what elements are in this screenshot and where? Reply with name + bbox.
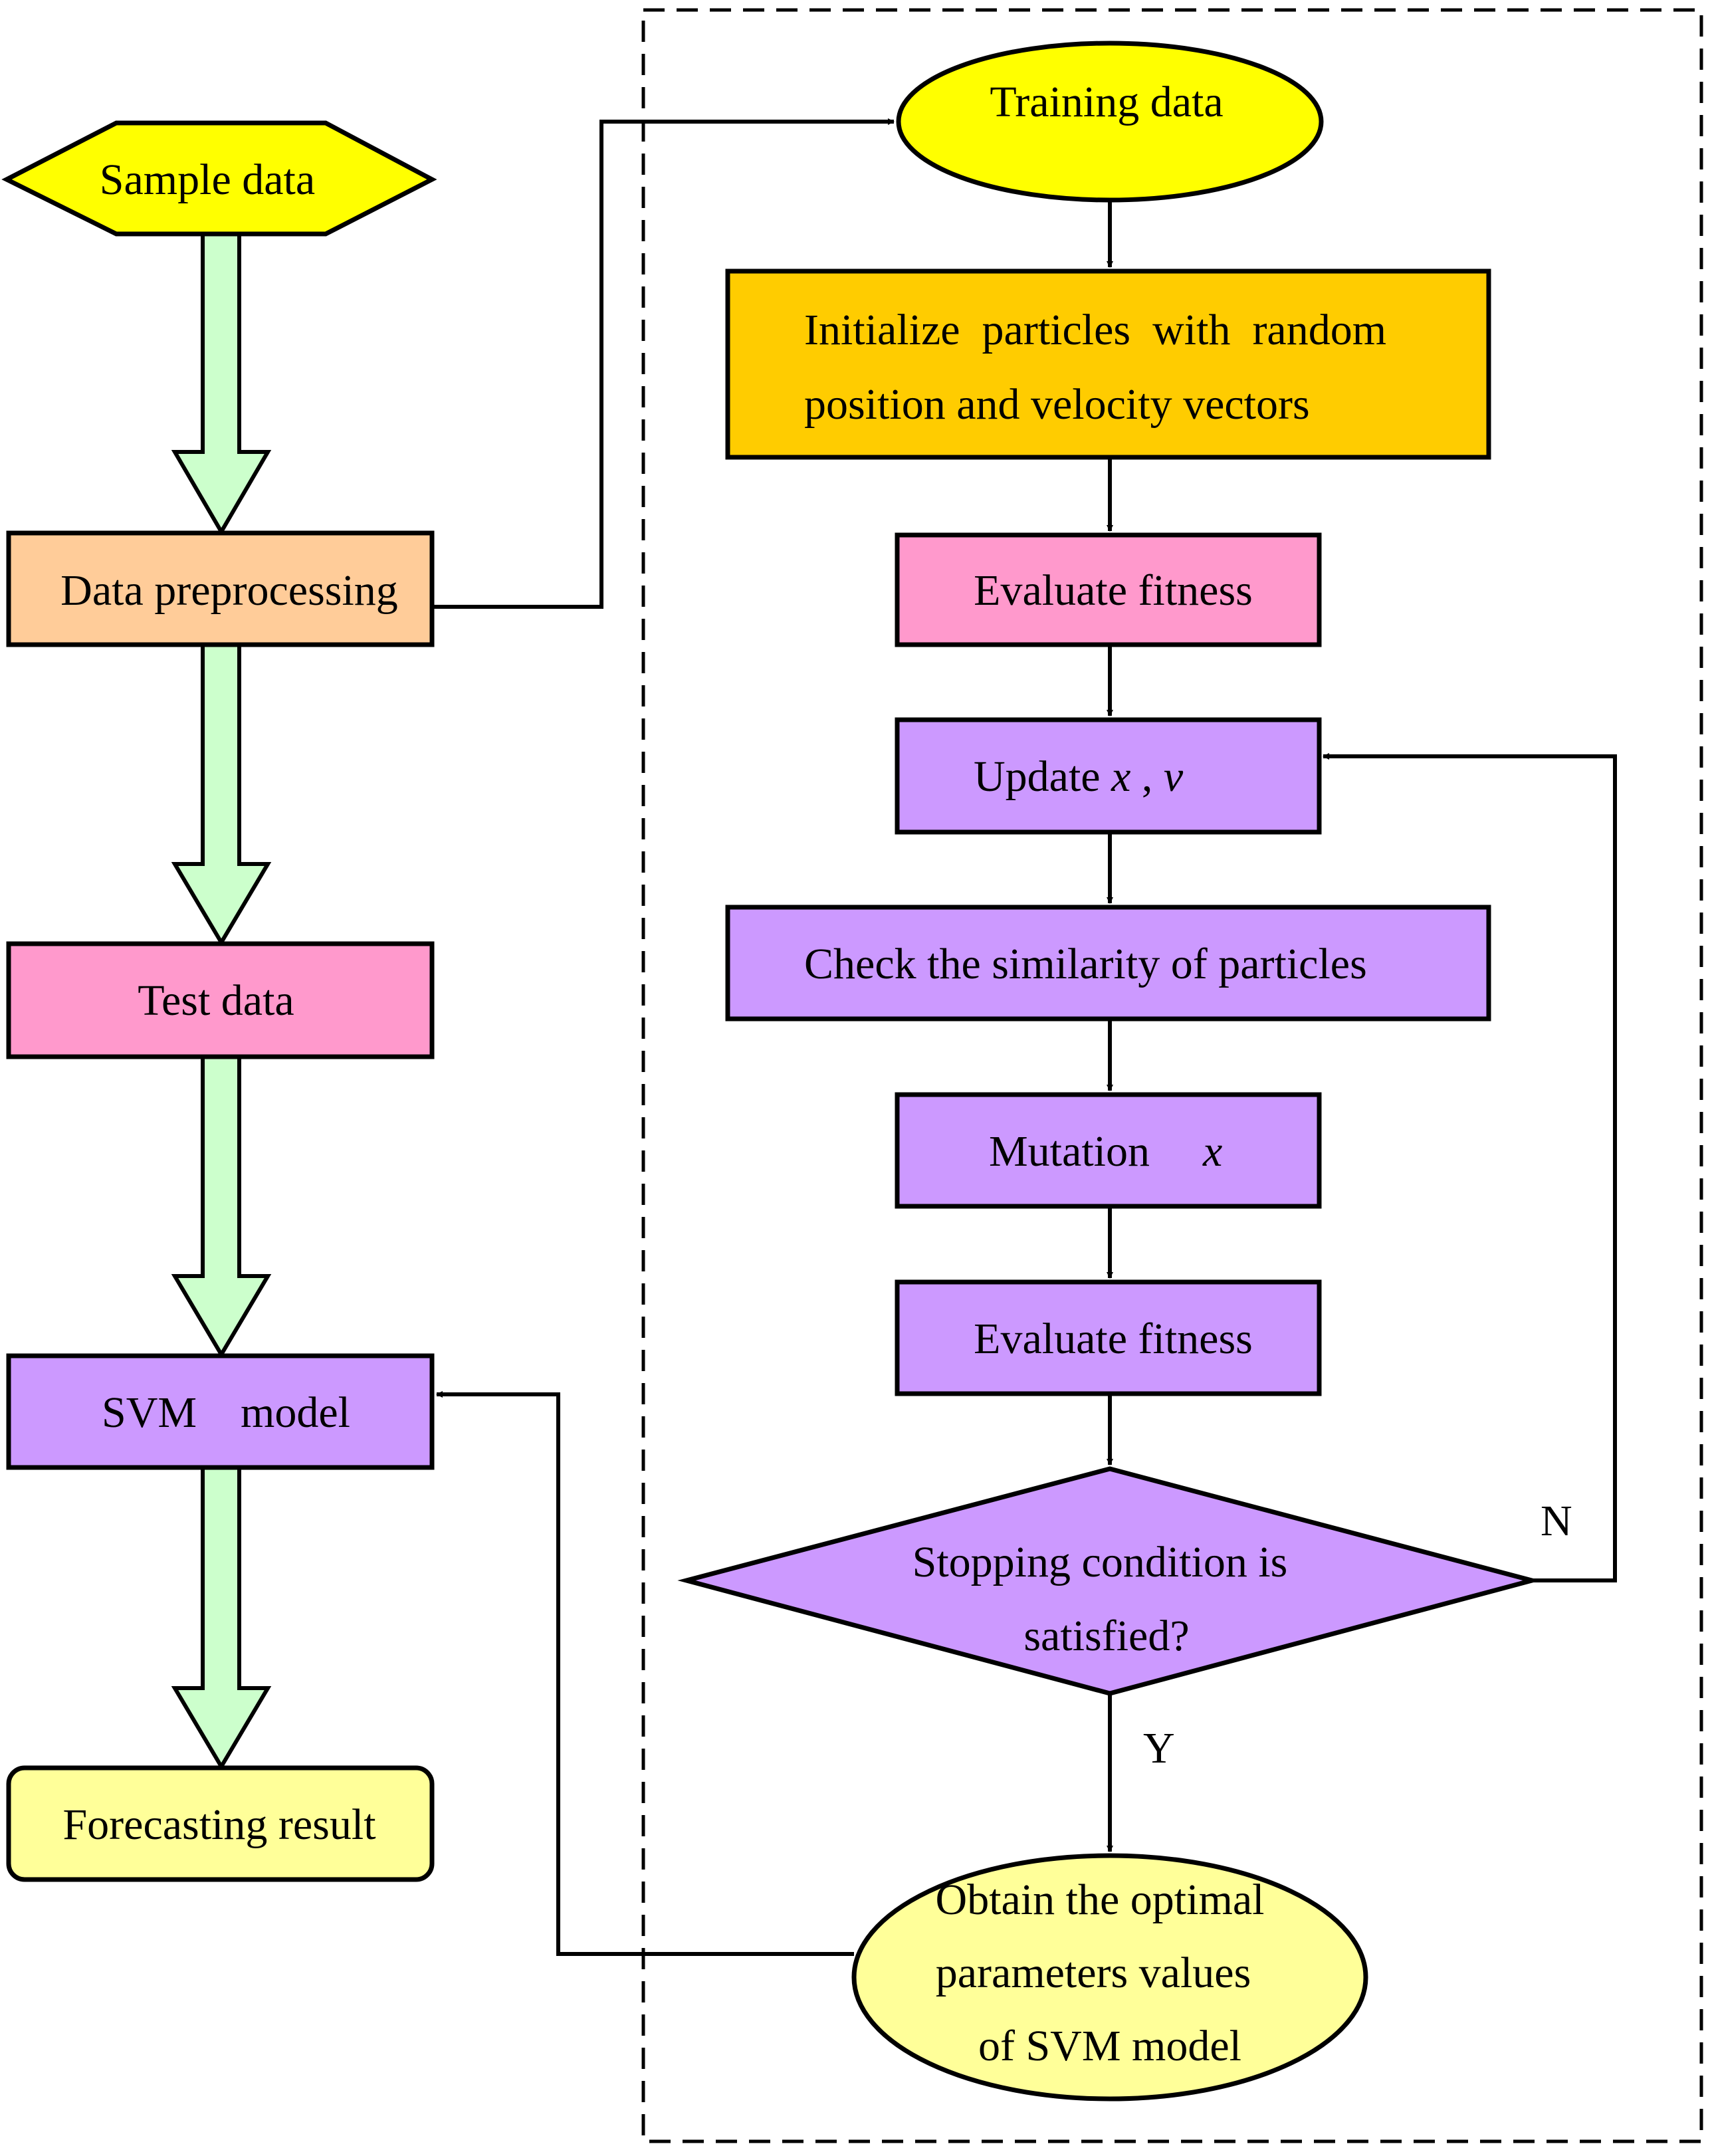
optimal-parameters-node[interactable]: Obtain the optimal parameters values of …	[851, 1853, 1368, 2102]
optimal-parameters-line2: parameters values	[936, 1949, 1251, 1997]
mutation-label: Mutation	[989, 1127, 1150, 1176]
initialize-particles-line1: Initialize particles with random	[804, 306, 1386, 354]
svm-model-label: SVM model	[102, 1388, 350, 1437]
test-data-label: Test data	[138, 976, 294, 1025]
sample-data-label: Sample data	[100, 156, 315, 204]
evaluate-fitness-2-node[interactable]: Evaluate fitness	[895, 1279, 1322, 1396]
optimal-parameters-line3: of SVM model	[978, 2022, 1241, 2070]
update-var-v: v	[1164, 752, 1184, 801]
data-preprocessing-label: Data preprocessing	[60, 566, 398, 615]
stopping-condition-line1: Stopping condition is	[912, 1538, 1288, 1586]
flow-arrow-svm-to-forecast	[171, 1465, 272, 1771]
data-preprocessing-shape	[6, 530, 435, 647]
mutation-var-x: x	[1202, 1127, 1222, 1176]
evaluate-fitness-1-node[interactable]: Evaluate fitness	[895, 532, 1322, 647]
stopping-condition-node[interactable]: Stopping condition is satisfied?	[677, 1466, 1541, 1696]
update-sep: ,	[1130, 752, 1164, 801]
optimal-parameters-line1: Obtain the optimal	[936, 1876, 1265, 1924]
no-label: N	[1541, 1497, 1572, 1545]
sample-data-node[interactable]: Sample data	[1, 120, 437, 237]
initialize-particles-node[interactable]: Initialize particles with random positio…	[725, 269, 1491, 460]
forecasting-result-node[interactable]: Forecasting result	[6, 1765, 435, 1882]
yes-label: Y	[1143, 1724, 1175, 1773]
initialize-particles-line2: position and velocity vectors	[804, 380, 1310, 429]
check-similarity-shape	[725, 905, 1491, 1022]
check-similarity-node[interactable]: Check the similarity of particles	[725, 905, 1491, 1022]
sample-data-shape	[1, 120, 437, 237]
flow-arrow-preprocess-to-test	[171, 643, 272, 946]
data-preprocessing-node[interactable]: Data preprocessing	[6, 530, 435, 647]
mutation-node[interactable]: Mutation x	[895, 1092, 1322, 1209]
test-data-shape	[6, 941, 435, 1059]
stopping-condition-line2: satisfied?	[1023, 1612, 1189, 1660]
initialize-particles-shape	[725, 269, 1491, 460]
svm-model-shape	[6, 1353, 435, 1470]
update-xv-label: Update x , v	[974, 752, 1184, 801]
update-var-x: x	[1111, 752, 1130, 801]
test-data-node[interactable]: Test data	[6, 941, 435, 1059]
check-similarity-label: Check the similarity of particles	[804, 940, 1367, 988]
forecasting-result-shape	[6, 1765, 435, 1882]
flow-arrow-sample-to-preprocess	[171, 232, 272, 536]
connector-optimal-to-svm	[436, 1391, 854, 1956]
evaluate-fitness-1-label: Evaluate fitness	[974, 566, 1253, 615]
svm-model-node[interactable]: SVM model	[6, 1353, 435, 1470]
connector-no-loop	[1323, 753, 1617, 1582]
evaluate-fitness-2-shape	[895, 1279, 1322, 1396]
update-prefix: Update	[974, 752, 1111, 801]
update-xv-shape	[895, 717, 1322, 835]
optimal-parameters-shape	[851, 1853, 1368, 2102]
evaluate-fitness-2-label: Evaluate fitness	[974, 1315, 1253, 1363]
update-xv-node[interactable]: Update x , v	[895, 717, 1322, 835]
forecasting-result-label: Forecasting result	[62, 1800, 375, 1849]
training-data-node[interactable]: Training data	[896, 41, 1324, 203]
training-data-label: Training data	[990, 78, 1223, 126]
flow-arrow-test-to-svm	[171, 1055, 272, 1358]
connector-preprocess-to-training	[432, 118, 895, 609]
